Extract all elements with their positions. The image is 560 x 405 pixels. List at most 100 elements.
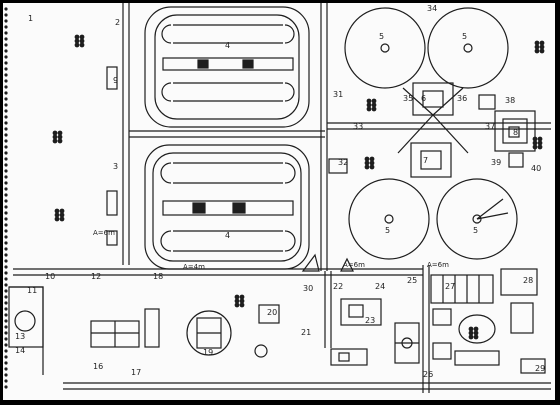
boundary-dot — [4, 283, 8, 287]
boundary-dot — [4, 55, 8, 59]
label: 22 — [333, 282, 343, 291]
tree-icon — [79, 42, 85, 48]
boundary-dot — [4, 139, 8, 143]
boundary-dot — [4, 127, 8, 131]
boundary-dot — [4, 187, 8, 191]
boundary-dot — [4, 385, 8, 389]
tree-icon — [54, 208, 60, 214]
tree-icon — [364, 156, 370, 162]
tree-icon — [532, 144, 538, 150]
tree-icon — [59, 212, 65, 218]
boundary-dot — [4, 235, 8, 239]
tree-icon — [473, 326, 479, 332]
site-plan-drawing: 1 2 3 4 4 5 5 5 5 6 7 8 9 10 11 12 13 14… — [4, 3, 551, 393]
label: 27 — [445, 282, 455, 291]
clarifier-circles — [344, 7, 518, 260]
tree-icon — [364, 164, 370, 170]
site-boundary-left — [4, 7, 8, 389]
tree-icon — [74, 38, 80, 44]
boundary-dot — [4, 223, 8, 227]
label: 20 — [267, 308, 277, 317]
label: 5 — [379, 32, 384, 41]
tree-icon — [59, 208, 65, 214]
oxidation-ditch-top — [144, 6, 310, 128]
tree-icon — [369, 164, 375, 170]
label: 13 — [15, 332, 25, 341]
boundary-dot — [4, 253, 8, 257]
tree-icon — [366, 98, 372, 104]
label: 6 — [421, 94, 426, 103]
tree-icon — [534, 44, 540, 50]
label: 26 — [423, 370, 433, 379]
tree-icon — [234, 294, 240, 300]
boundary-dot — [4, 337, 8, 341]
label: 1 — [28, 14, 33, 23]
tree-icon — [532, 136, 538, 142]
boundary-dot — [4, 229, 8, 233]
road-network — [9, 3, 551, 393]
boundary-dot — [4, 331, 8, 335]
label: 39 — [491, 158, 501, 167]
label: 38 — [505, 96, 515, 105]
label: 31 — [333, 90, 343, 99]
road-width-label: A=6m — [93, 229, 115, 237]
label: 4 — [225, 231, 230, 240]
boundary-dot — [4, 31, 8, 35]
tree-icon — [57, 134, 63, 140]
label: 24 — [375, 282, 385, 291]
label: 19 — [203, 348, 213, 357]
tree-icon — [468, 334, 474, 340]
boundary-dot — [4, 25, 8, 29]
boundary-dot — [4, 307, 8, 311]
label: 7 — [423, 156, 428, 165]
tree-icon — [79, 34, 85, 40]
tree-icon — [364, 160, 370, 166]
label: 4 — [225, 41, 230, 50]
boundary-dot — [4, 211, 8, 215]
tree-icon — [371, 102, 377, 108]
label: 28 — [523, 276, 533, 285]
label: 33 — [353, 122, 363, 131]
boundary-dot — [4, 13, 8, 17]
bottom-left-buildings — [8, 286, 160, 348]
boundary-dot — [4, 121, 8, 125]
boundary-dot — [4, 313, 8, 317]
tree-icon — [239, 294, 245, 300]
label: 9 — [113, 76, 118, 85]
boundary-dot — [4, 271, 8, 275]
label: 12 — [91, 272, 101, 281]
label: 5 — [473, 226, 478, 235]
plan-labels: 1 2 3 4 4 5 5 5 5 6 7 8 9 10 11 12 13 14… — [15, 4, 545, 379]
label: 29 — [535, 364, 545, 373]
tree-icon — [234, 302, 240, 308]
boundary-dot — [4, 73, 8, 77]
tree-icon — [473, 334, 479, 340]
tree-icon — [59, 216, 65, 222]
label: 36 — [457, 94, 467, 103]
boundary-dot — [4, 67, 8, 71]
boundary-dot — [4, 217, 8, 221]
tree-icon — [79, 38, 85, 44]
tree-icon — [539, 40, 545, 46]
boundary-dot — [4, 301, 8, 305]
boundary-dot — [4, 157, 8, 161]
boundary-dot — [4, 109, 8, 113]
right-bottom-buildings — [430, 268, 546, 374]
boundary-dot — [4, 103, 8, 107]
label: 10 — [45, 272, 55, 281]
boundary-dot — [4, 7, 8, 11]
bottom-middle-buildings — [330, 298, 382, 366]
tree-icon — [532, 140, 538, 146]
boundary-dot — [4, 169, 8, 173]
circular-tank-bottom — [186, 310, 232, 356]
boundary-dot — [4, 79, 8, 83]
tree-icon — [74, 42, 80, 48]
boundary-dot — [4, 265, 8, 269]
tree-icon — [537, 144, 543, 150]
tree-icon — [52, 130, 58, 136]
label: 18 — [153, 272, 163, 281]
boundary-dot — [4, 61, 8, 65]
small-chambers — [106, 66, 524, 246]
tree-icon — [468, 326, 474, 332]
